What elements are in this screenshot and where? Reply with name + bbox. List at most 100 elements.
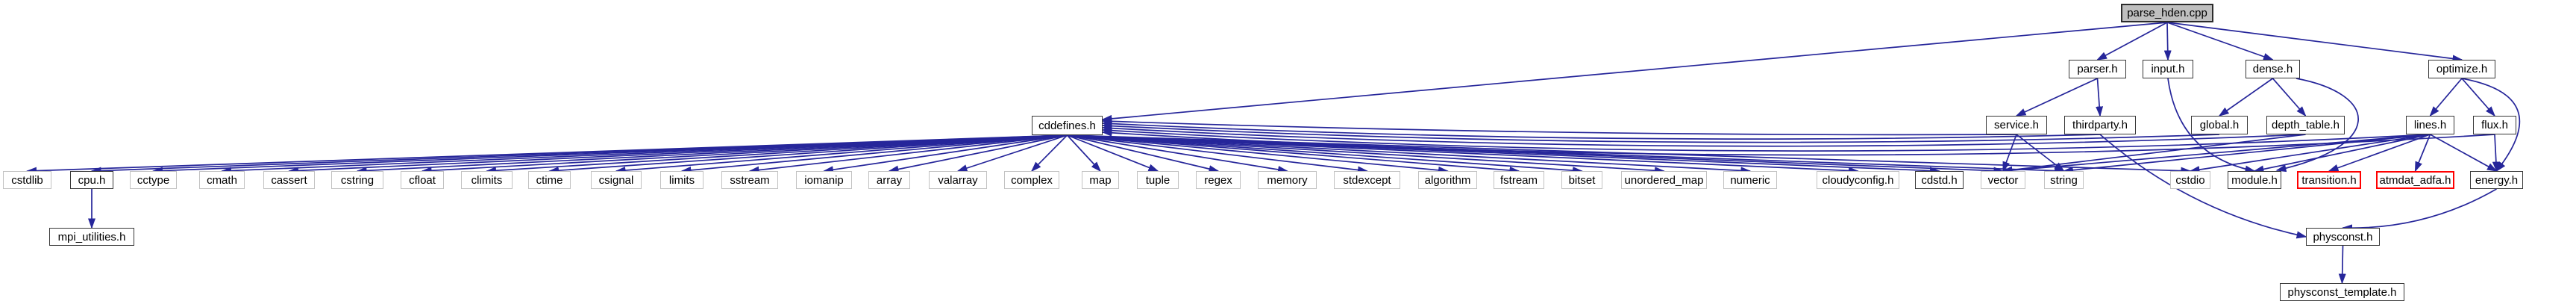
node-ctime: ctime [528,171,571,189]
edge-cddefines_h-cstdio [1067,134,2192,175]
edge-cddefines_h-numeric [1067,134,1752,175]
edge-cddefines_h-fstream [1067,134,1520,174]
node-memory: memory [1258,171,1317,189]
node-parse_hden_cpp: parse_hden.cpp [2121,4,2213,22]
node-depth_table_h[interactable]: depth_table.h [2266,116,2345,134]
node-tuple: tuple [1137,171,1179,189]
edge-lines_h-energy_h [2430,134,2498,172]
node-bitset: bitset [1561,171,1602,189]
node-global_h[interactable]: global.h [2191,116,2248,134]
node-csignal: csignal [591,171,642,189]
edge-cddefines_h-csignal [615,134,1068,174]
node-optimize_h[interactable]: optimize.h [2428,60,2495,78]
node-cmath: cmath [199,171,245,189]
edge-thirdparty_h-cddefines_h [1101,120,2101,140]
node-valarray: valarray [929,171,987,189]
edge-cddefines_h-cfloat [421,134,1068,175]
edge-energy_h-physconst_h [2342,188,2497,232]
edge-cddefines_h-string [1067,134,2065,175]
node-sstream: sstream [721,171,778,189]
edge-optimize_h-flux_h [2461,78,2495,117]
node-numeric: numeric [1723,171,1777,189]
edge-optimize_h-energy_h [2461,78,2521,173]
edge-cddefines_h-bitset [1067,134,1583,175]
node-lines_h[interactable]: lines.h [2406,116,2454,134]
edge-dense_h-module_h [2275,78,2359,173]
node-parser_h[interactable]: parser.h [2069,60,2126,78]
edge-cddefines_h-tuple [1067,134,1159,172]
edge-cddefines_h-valarray [956,134,1068,172]
edge-parse_hden_cpp-parser_h [2096,22,2168,61]
node-mpi_utilities_h[interactable]: mpi_utilities.h [49,228,134,246]
edge-lines_h-vector [2002,134,2431,174]
node-service_h[interactable]: service.h [1986,116,2047,134]
node-cstdlib: cstdlib [3,171,51,189]
edge-lines_h-module_h [2253,134,2431,173]
edge-input_h-module_h [2167,78,2256,173]
node-cstdio: cstdio [2170,171,2210,189]
edge-service_h-cddefines_h [1101,117,2017,136]
node-iomanip: iomanip [796,171,852,189]
node-dense_h[interactable]: dense.h [2246,60,2300,78]
node-fstream: fstream [1494,171,1544,189]
node-limits: limits [660,171,703,189]
node-array: array [868,171,910,189]
edge-thirdparty_h-physconst_h [2099,134,2307,239]
node-energy_h[interactable]: energy.h [2470,171,2523,189]
edge-cddefines_h-complex [1030,134,1068,173]
node-cloudyconfig_h: cloudyconfig.h [1817,171,1899,189]
edge-optimize_h-lines_h [2429,78,2463,117]
node-thirdparty_h[interactable]: thirdparty.h [2064,116,2136,134]
node-cassert: cassert [263,171,315,189]
node-complex: complex [1004,171,1059,189]
node-map: map [1082,171,1119,189]
edge-lines_h-cddefines_h [1101,126,2431,152]
edge-cddefines_h-iomanip [823,134,1068,174]
node-regex: regex [1196,171,1241,189]
edge-parser_h-thirdparty_h [2096,78,2104,117]
edge-cddefines_h-climits [486,134,1068,175]
node-module_h[interactable]: module.h [2228,171,2281,189]
node-physconst_template_h[interactable]: physconst_template.h [2280,283,2404,301]
edge-cddefines_h-limits [680,134,1068,174]
node-climits: climits [461,171,513,189]
node-cstring: cstring [331,171,383,189]
node-cdstd_h[interactable]: cdstd.h [1915,171,1964,189]
edge-lines_h-string [2063,134,2431,174]
node-input_h[interactable]: input.h [2143,60,2193,78]
edge-parse_hden_cpp-optimize_h [2166,22,2463,63]
node-physconst_h[interactable]: physconst.h [2306,228,2380,246]
node-cfloat: cfloat [401,171,444,189]
edge-cddefines_h-sstream [748,134,1068,174]
edge-lines_h-transition_h [2328,134,2431,172]
edge-cddefines_h-unordered_map [1067,134,1665,175]
edge-cddefines_h-algorithm [1067,134,1449,174]
edge-parse_hden_cpp-dense_h [2166,22,2274,61]
edge-depth_table_h-vector [2002,134,2306,174]
edge-flux_h-energy_h [2492,134,2500,173]
edge-cddefines_h-stdexcept [1067,134,1368,174]
node-unordered_map: unordered_map [1621,171,1707,189]
node-cctype: cctype [130,171,177,189]
edge-dense_h-global_h [2218,78,2273,117]
edge-cddefines_h-memory [1067,134,1288,173]
edge-cddefines_h-map [1066,134,1102,173]
node-stdexcept: stdexcept [1334,171,1400,189]
node-vector: vector [1981,171,2025,189]
edge-cddefines_h-ctime [548,134,1068,175]
edge-parse_hden_cpp-input_h [2163,22,2172,61]
node-cpu_h[interactable]: cpu.h [70,171,113,189]
edge-cddefines_h-regex [1067,134,1220,173]
edge-parse_hden_cpp-cddefines_h [1101,22,2168,123]
node-transition_h[interactable]: transition.h [2297,171,2361,189]
edge-global_h-cddefines_h [1101,122,2220,143]
node-algorithm: algorithm [1418,171,1477,189]
node-cddefines_h[interactable]: cddefines.h [1032,116,1103,135]
node-atmdat_adfa_h[interactable]: atmdat_adfa.h [2376,171,2454,189]
edge-depth_table_h-cddefines_h [1101,124,2306,147]
node-flux_h[interactable]: flux.h [2473,116,2516,134]
edge-physconst_h-physconst_template_h [2338,245,2346,285]
edge-lines_h-atmdat_adfa_h [2414,134,2431,173]
